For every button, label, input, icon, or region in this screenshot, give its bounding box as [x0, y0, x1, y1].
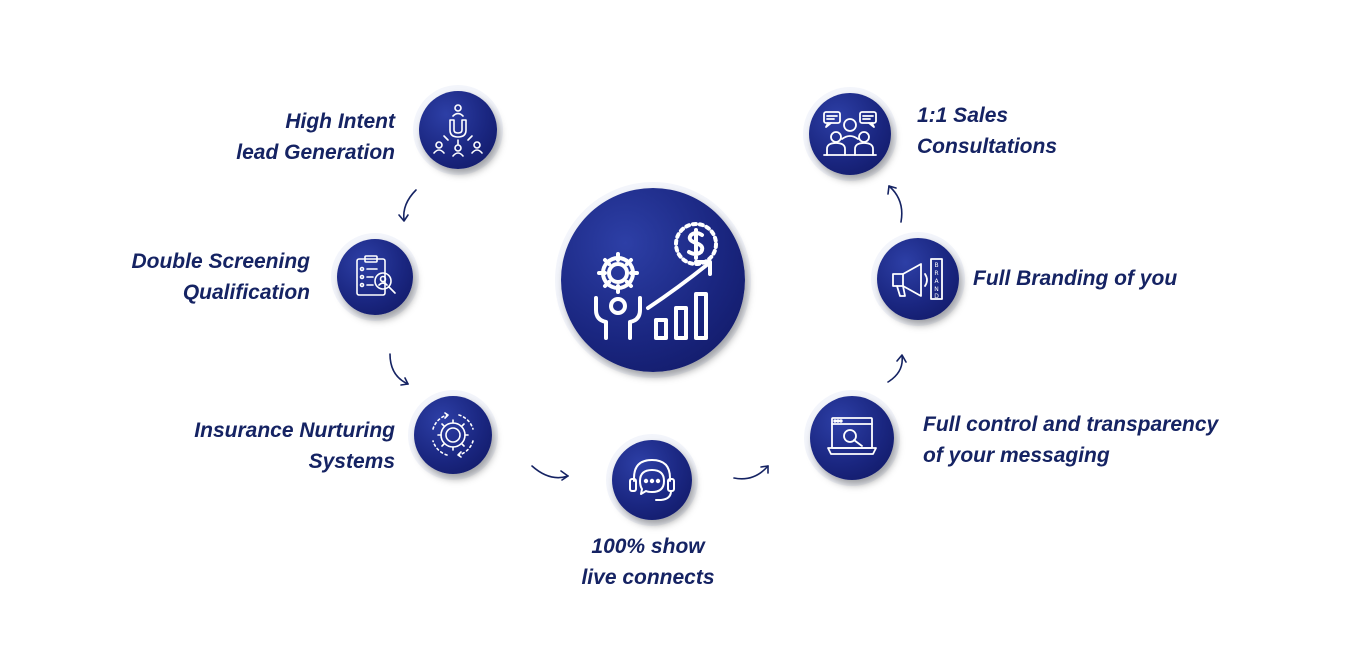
arrow-connects-to-transparency: [733, 465, 769, 480]
screening-node: [337, 239, 413, 315]
transparency-node: [810, 396, 894, 480]
branding-line1: Full Branding of you: [973, 267, 1178, 290]
center-node: [561, 188, 745, 372]
branding-label: Full Branding of you: [973, 263, 1233, 294]
nurturing-line1: Insurance Nurturing: [194, 419, 395, 442]
connects-node: [612, 440, 692, 520]
headset-chat-icon: [629, 459, 675, 501]
arrow-transparency-to-branding: [887, 354, 907, 383]
sales-node: [809, 93, 891, 175]
connects-line2: live connects: [581, 566, 715, 589]
svg-text:B: B: [934, 262, 938, 269]
connects-line1: 100% show: [591, 535, 705, 558]
growth-chart-icon: [594, 222, 718, 340]
megaphone-brand-icon: B R A N D: [892, 258, 943, 300]
sales-label: 1:1 Sales Consultations: [917, 100, 1117, 162]
lead-gen-label: High Intent lead Generation: [195, 106, 395, 168]
lead-magnet-icon: [433, 104, 483, 157]
connects-label: 100% show live connects: [548, 531, 748, 593]
gear-cycle-icon: [432, 412, 474, 458]
screening-label: Double Screening Qualification: [95, 246, 310, 308]
svg-text:R: R: [934, 270, 938, 277]
svg-text:A: A: [934, 278, 939, 285]
transparency-line1: Full control and transparency: [923, 413, 1219, 436]
arrow-branding-to-sales: [887, 185, 903, 223]
lead-gen-line1: High Intent: [285, 110, 395, 133]
sales-line1: 1:1 Sales: [917, 104, 1009, 127]
transparency-line2: of your messaging: [923, 444, 1110, 467]
lead-gen-line2: lead Generation: [236, 141, 395, 164]
screening-line2: Qualification: [182, 281, 310, 304]
laptop-search-icon: [827, 417, 877, 455]
nurturing-line2: Systems: [308, 450, 395, 473]
nurturing-node: [414, 396, 492, 474]
arrow-nurturing-to-connects: [531, 465, 569, 481]
svg-text:N: N: [934, 286, 939, 293]
consultation-icon: [823, 111, 877, 156]
branding-node: B R A N D: [877, 238, 959, 320]
transparency-label: Full control and transparency of your me…: [923, 409, 1243, 471]
arrow-lead-to-screening: [398, 189, 417, 222]
sales-line2: Consultations: [917, 135, 1057, 158]
clipboard-search-icon: [356, 255, 396, 296]
svg-text:D: D: [934, 293, 939, 300]
nurturing-label: Insurance Nurturing Systems: [155, 415, 395, 477]
lead-gen-node: [419, 91, 497, 169]
arrow-screening-to-nurturing: [389, 353, 409, 386]
screening-line1: Double Screening: [131, 250, 310, 273]
